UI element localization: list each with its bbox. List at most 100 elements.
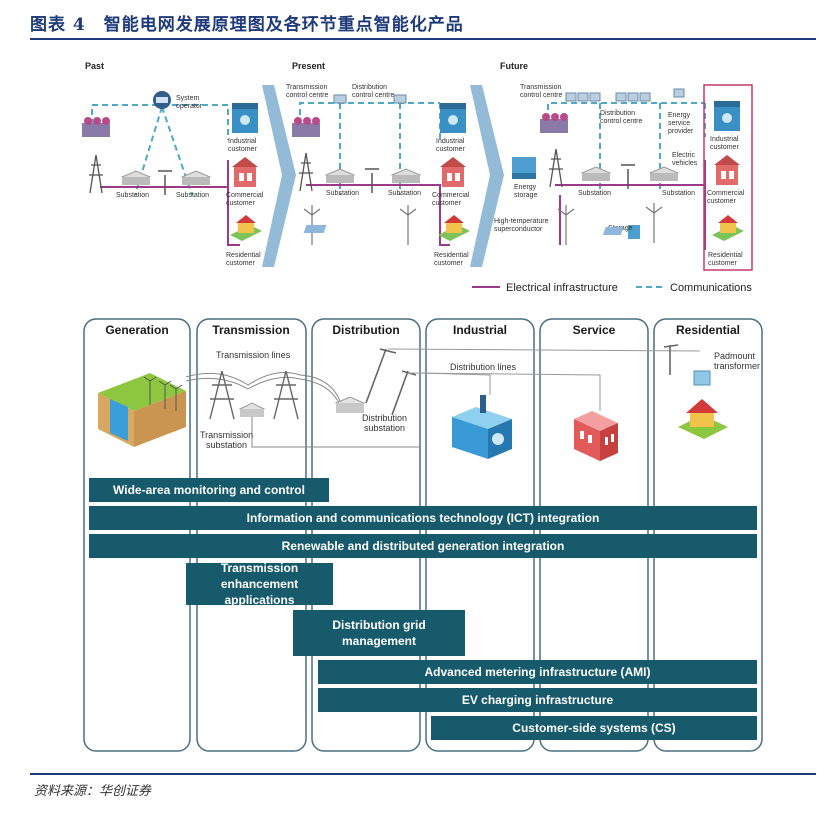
energy-service-label-2: service: [668, 120, 690, 127]
industrial-customer-label: Industrial: [710, 136, 739, 143]
category-transmission-enhancement: Transmission enhancement applications: [186, 561, 333, 607]
commercial-customer-label-2: customer: [432, 200, 461, 207]
substation-label: Substation: [176, 192, 209, 199]
distribution-control-label-2: control centre: [352, 92, 395, 99]
pylon-icon: [299, 152, 313, 192]
era-arrow: [470, 85, 504, 267]
commercial-customer-label-2: customer: [226, 200, 255, 207]
substation-icon: [580, 166, 612, 181]
transmission-substation-label: Transmission: [200, 430, 253, 440]
era-past: Past: [85, 61, 104, 71]
industrial-building-icon: [714, 101, 740, 131]
commercial-customer-label: Commercial: [226, 192, 264, 199]
substation-icon: [648, 166, 680, 181]
era-arrow: [262, 85, 296, 267]
industrial-customer-label: Industrial: [228, 138, 257, 145]
house-icon: [230, 215, 262, 241]
substation-label: Substation: [578, 190, 611, 197]
transmission-control-label: Transmission: [520, 84, 561, 91]
column-service: Service: [573, 323, 616, 337]
padmount-label-2: transformer: [714, 361, 760, 371]
category-ev-charging: EV charging infrastructure: [318, 688, 757, 712]
solar-panel-icon: [303, 225, 327, 233]
substation-label: Substation: [116, 192, 149, 199]
transmission-lines-label: Transmission lines: [216, 350, 291, 360]
category-distribution-grid-management: Distribution grid management: [293, 610, 465, 656]
category-wide-area-monitoring: Wide-area monitoring and control: [89, 478, 329, 502]
distribution-control-label: Distribution: [600, 110, 635, 117]
wind-turbine-icon: [557, 205, 575, 245]
legend-electrical: Electrical infrastructure: [506, 282, 618, 294]
distribution-substation-icon: [334, 396, 366, 413]
computer-icon: [393, 94, 407, 104]
residential-customer-label-2: customer: [434, 260, 463, 267]
padmount-label: Padmount: [714, 351, 756, 361]
residential-customer-label-2: customer: [708, 260, 737, 267]
energy-storage-label-2: storage: [514, 192, 537, 199]
computer-icon: [333, 94, 347, 104]
present-panel: Transmission control centre Distribution…: [286, 84, 470, 267]
industrial-customer-label-2: customer: [228, 146, 257, 153]
residential-customer-label-2: customer: [226, 260, 255, 267]
legend-communications: Communications: [670, 282, 752, 294]
wind-turbine-icon: [645, 203, 663, 243]
industrial-building-icon: [440, 103, 466, 133]
footer-rule: [30, 773, 816, 775]
pole-icon: [158, 170, 172, 195]
transmission-substation-label-2: substation: [206, 440, 247, 450]
industrial-customer-label-2: customer: [436, 146, 465, 153]
column-transmission: Transmission: [212, 323, 289, 337]
column-generation: Generation: [105, 323, 168, 337]
energy-service-label: Energy: [668, 112, 691, 119]
pylon-icon: [549, 148, 563, 188]
transmission-control-label-2: control centre: [286, 92, 329, 99]
service-building-icon: [574, 411, 618, 461]
transmission-substation-icon: [238, 402, 266, 417]
residential-customer-label: Residential: [708, 252, 743, 259]
column-industrial: Industrial: [453, 323, 507, 337]
customer-highlight-box: [703, 84, 753, 271]
phone-icon: [153, 91, 171, 109]
commercial-customer-label: Commercial: [707, 190, 745, 197]
era-future: Future: [500, 61, 528, 71]
power-plant-icon: [292, 117, 320, 137]
commercial-building-icon: [440, 157, 466, 187]
pylon-icon: [209, 370, 235, 420]
category-ict-integration: Information and communications technolog…: [89, 506, 757, 530]
power-plant-icon: [82, 117, 110, 137]
residential-customer-label: Residential: [434, 252, 469, 259]
commercial-building-icon: [232, 157, 258, 187]
computer-icon: [565, 88, 685, 102]
house-icon: [438, 215, 470, 241]
electric-vehicles-label-2: vehicles: [672, 160, 698, 167]
battery-storage-icon: [512, 157, 536, 179]
transmission-lines-graphic: [185, 370, 420, 448]
source-note: 资料来源：华创证券: [34, 784, 152, 799]
distribution-lines-label: Distribution lines: [450, 362, 517, 372]
substation-label: Substation: [326, 190, 359, 197]
grid-evolution-diagram: Past Present Future System operator Subs…: [82, 61, 753, 294]
superconductor-label: High-temperature: [494, 218, 549, 225]
house-icon: [712, 215, 744, 241]
system-operator-label: System: [176, 95, 200, 102]
industrial-building-icon: [232, 103, 258, 133]
legend: Electrical infrastructure Communications: [472, 282, 752, 294]
padmount-transformer-icon: [663, 344, 711, 386]
superconductor-label-2: superconductor: [494, 226, 543, 233]
energy-service-label-3: provider: [668, 128, 694, 135]
column-residential: Residential: [676, 323, 740, 337]
pylon-icon: [273, 370, 299, 420]
transmission-control-label-2: control centre: [520, 92, 563, 99]
commercial-building-icon: [714, 155, 740, 185]
transmission-control-label: Transmission: [286, 84, 327, 91]
distribution-substation-label-2: substation: [364, 423, 405, 433]
substation-label: Substation: [388, 190, 421, 197]
future-panel: Transmission control centre Distribution…: [494, 84, 753, 271]
industrial-customer-label: Industrial: [436, 138, 465, 145]
category-ami: Advanced metering infrastructure (AMI): [318, 660, 757, 684]
house-icon: [678, 399, 728, 439]
substation-icon: [390, 168, 422, 183]
category-customer-side-systems: Customer-side systems (CS): [431, 716, 757, 740]
substation-icon: [324, 168, 356, 183]
generation-landscape-icon: [98, 373, 186, 447]
